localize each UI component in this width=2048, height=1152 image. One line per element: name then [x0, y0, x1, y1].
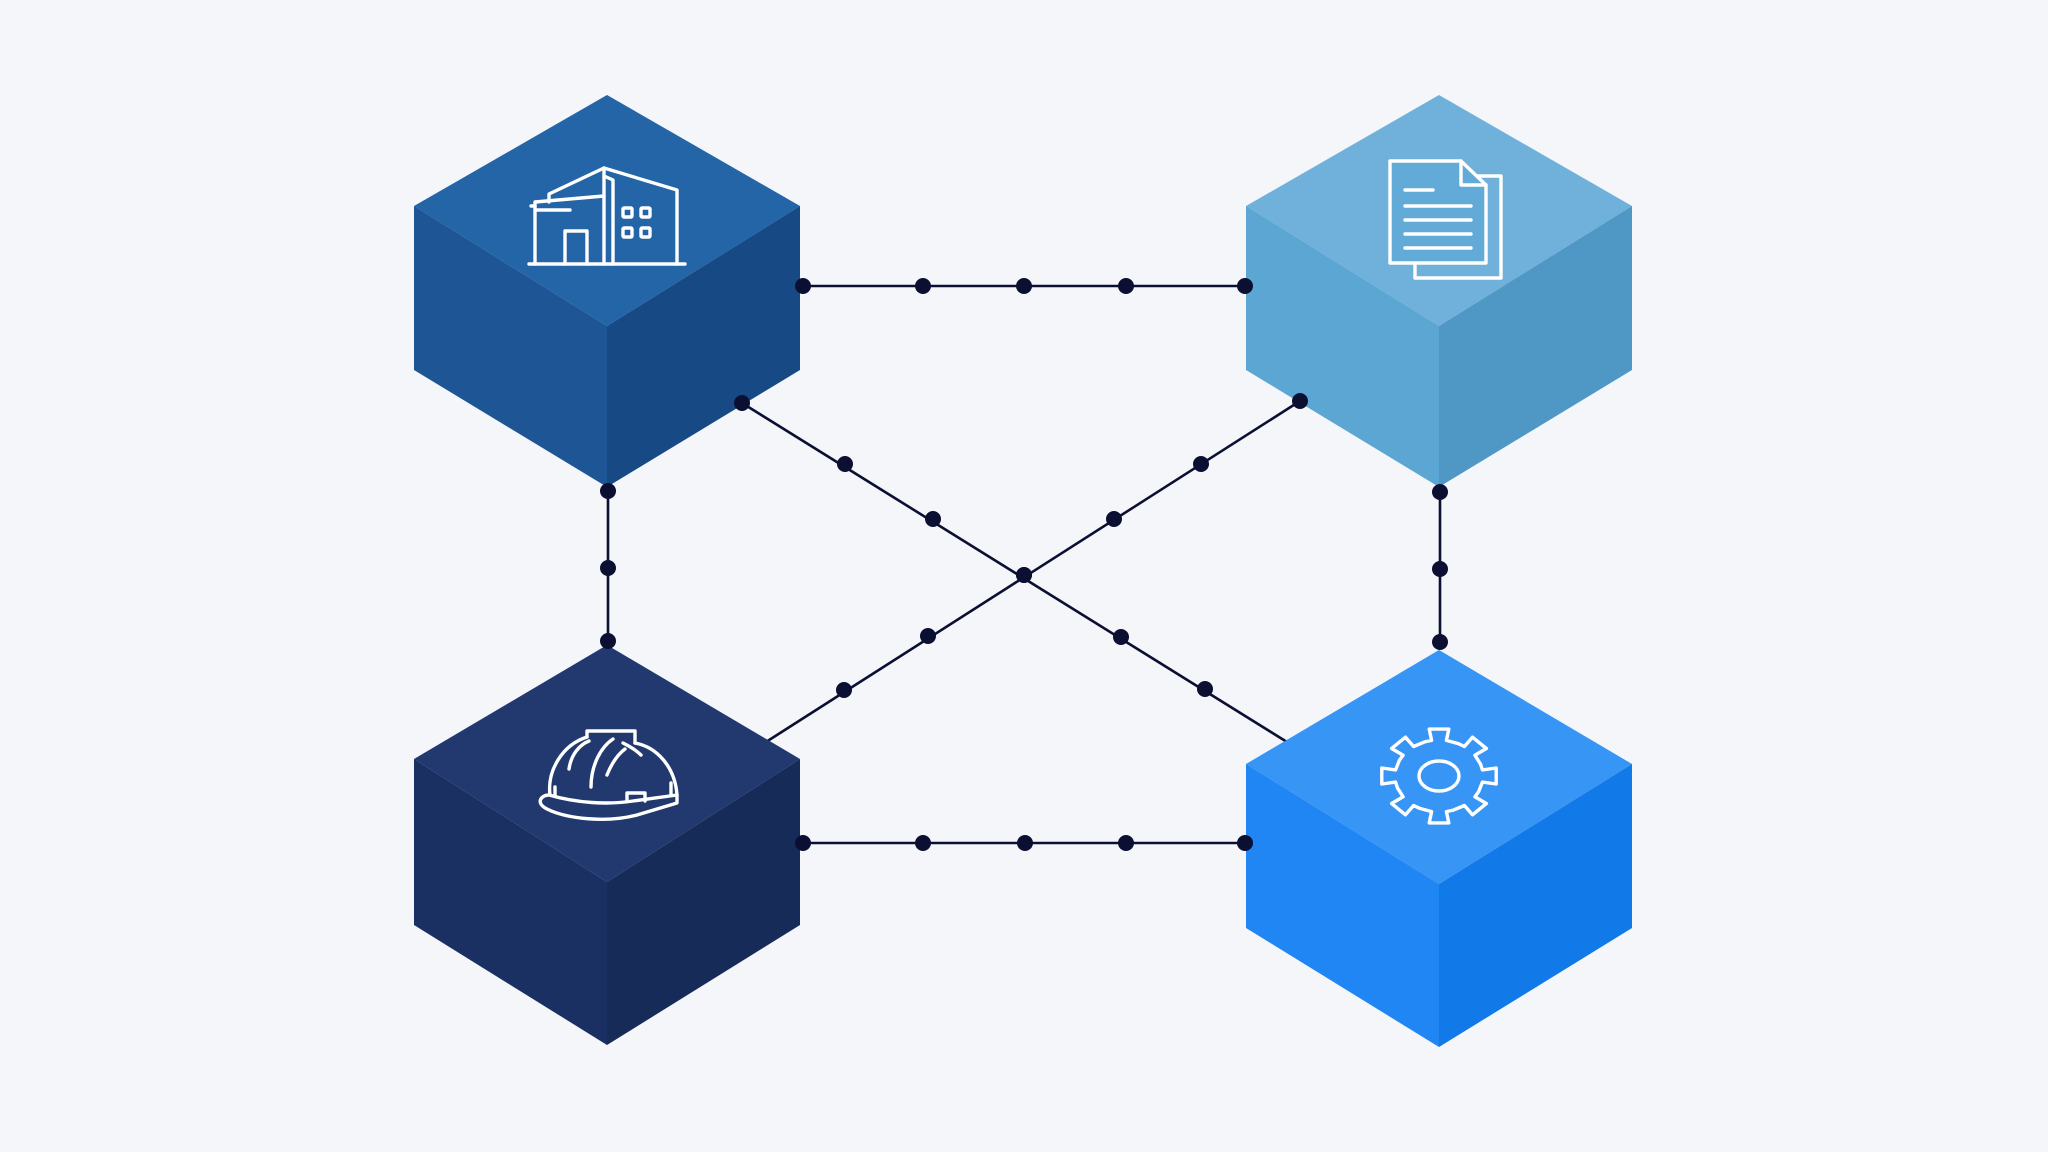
- cube-bottom-left: [414, 645, 800, 1045]
- diagonal-link-a-dot-5: [1197, 681, 1213, 697]
- diagonal-link-b-dot-0: [1292, 393, 1308, 409]
- bottom-link-dot-3: [1118, 835, 1134, 851]
- left-link-dot-0: [600, 483, 616, 499]
- bottom-link-dot-1: [915, 835, 931, 851]
- bottom-right-top-face: [1246, 650, 1632, 884]
- diagonal-link-b-line: [765, 399, 1301, 744]
- gear-icon: [1380, 727, 1498, 825]
- top-right-right-face: [1439, 206, 1632, 487]
- top-left-top-face: [414, 95, 800, 326]
- bottom-link-dot-0: [795, 835, 811, 851]
- right-link-dot-1: [1432, 561, 1448, 577]
- left-link-dot-1: [600, 560, 616, 576]
- top-link-dot-0: [795, 278, 811, 294]
- bottom-right-right-face: [1439, 764, 1632, 1047]
- bottom-left-right-face: [607, 759, 800, 1045]
- cube-top-left: [414, 95, 800, 487]
- cube-top-right: [1246, 95, 1632, 487]
- top-link-dot-4: [1237, 278, 1253, 294]
- top-left-left-face: [414, 206, 607, 487]
- top-link-dot-3: [1118, 278, 1134, 294]
- diagonal-link-a-dot-2: [925, 511, 941, 527]
- diagonal-link-b-dot-3: [1016, 567, 1032, 583]
- bottom-link-dot-2: [1017, 835, 1033, 851]
- diagonal-link-b-dot-5: [836, 682, 852, 698]
- bottom-right-left-face: [1246, 764, 1439, 1047]
- diagonal-link-a-dot-0: [734, 395, 750, 411]
- bottom-left-top-face: [414, 645, 800, 882]
- cube-bottom-right: [1246, 650, 1632, 1047]
- diagonal-link-a-dot-1: [837, 456, 853, 472]
- diagonal-link-b-dot-4: [920, 628, 936, 644]
- building-icon: [527, 166, 687, 266]
- diagonal-link-a-line: [741, 401, 1288, 744]
- top-right-left-face: [1246, 206, 1439, 487]
- nodes-layer: [414, 95, 1632, 1047]
- document-icon: [1388, 159, 1503, 280]
- right-link-dot-2: [1432, 634, 1448, 650]
- left-link-dot-2: [600, 633, 616, 649]
- diagonal-link-b-dot-1: [1193, 456, 1209, 472]
- top-left-right-face: [607, 206, 800, 487]
- hard-hat-icon: [538, 729, 679, 821]
- connections-layer: [606, 284, 1442, 845]
- top-link-dot-2: [1016, 278, 1032, 294]
- bottom-link-dot-4: [1237, 835, 1253, 851]
- diagonal-link-a-dot-4: [1113, 629, 1129, 645]
- top-link-dot-1: [915, 278, 931, 294]
- right-link-dot-0: [1432, 484, 1448, 500]
- connector-dots-layer: [600, 278, 1448, 851]
- bottom-left-left-face: [414, 759, 607, 1045]
- diagonal-link-b-dot-2: [1106, 511, 1122, 527]
